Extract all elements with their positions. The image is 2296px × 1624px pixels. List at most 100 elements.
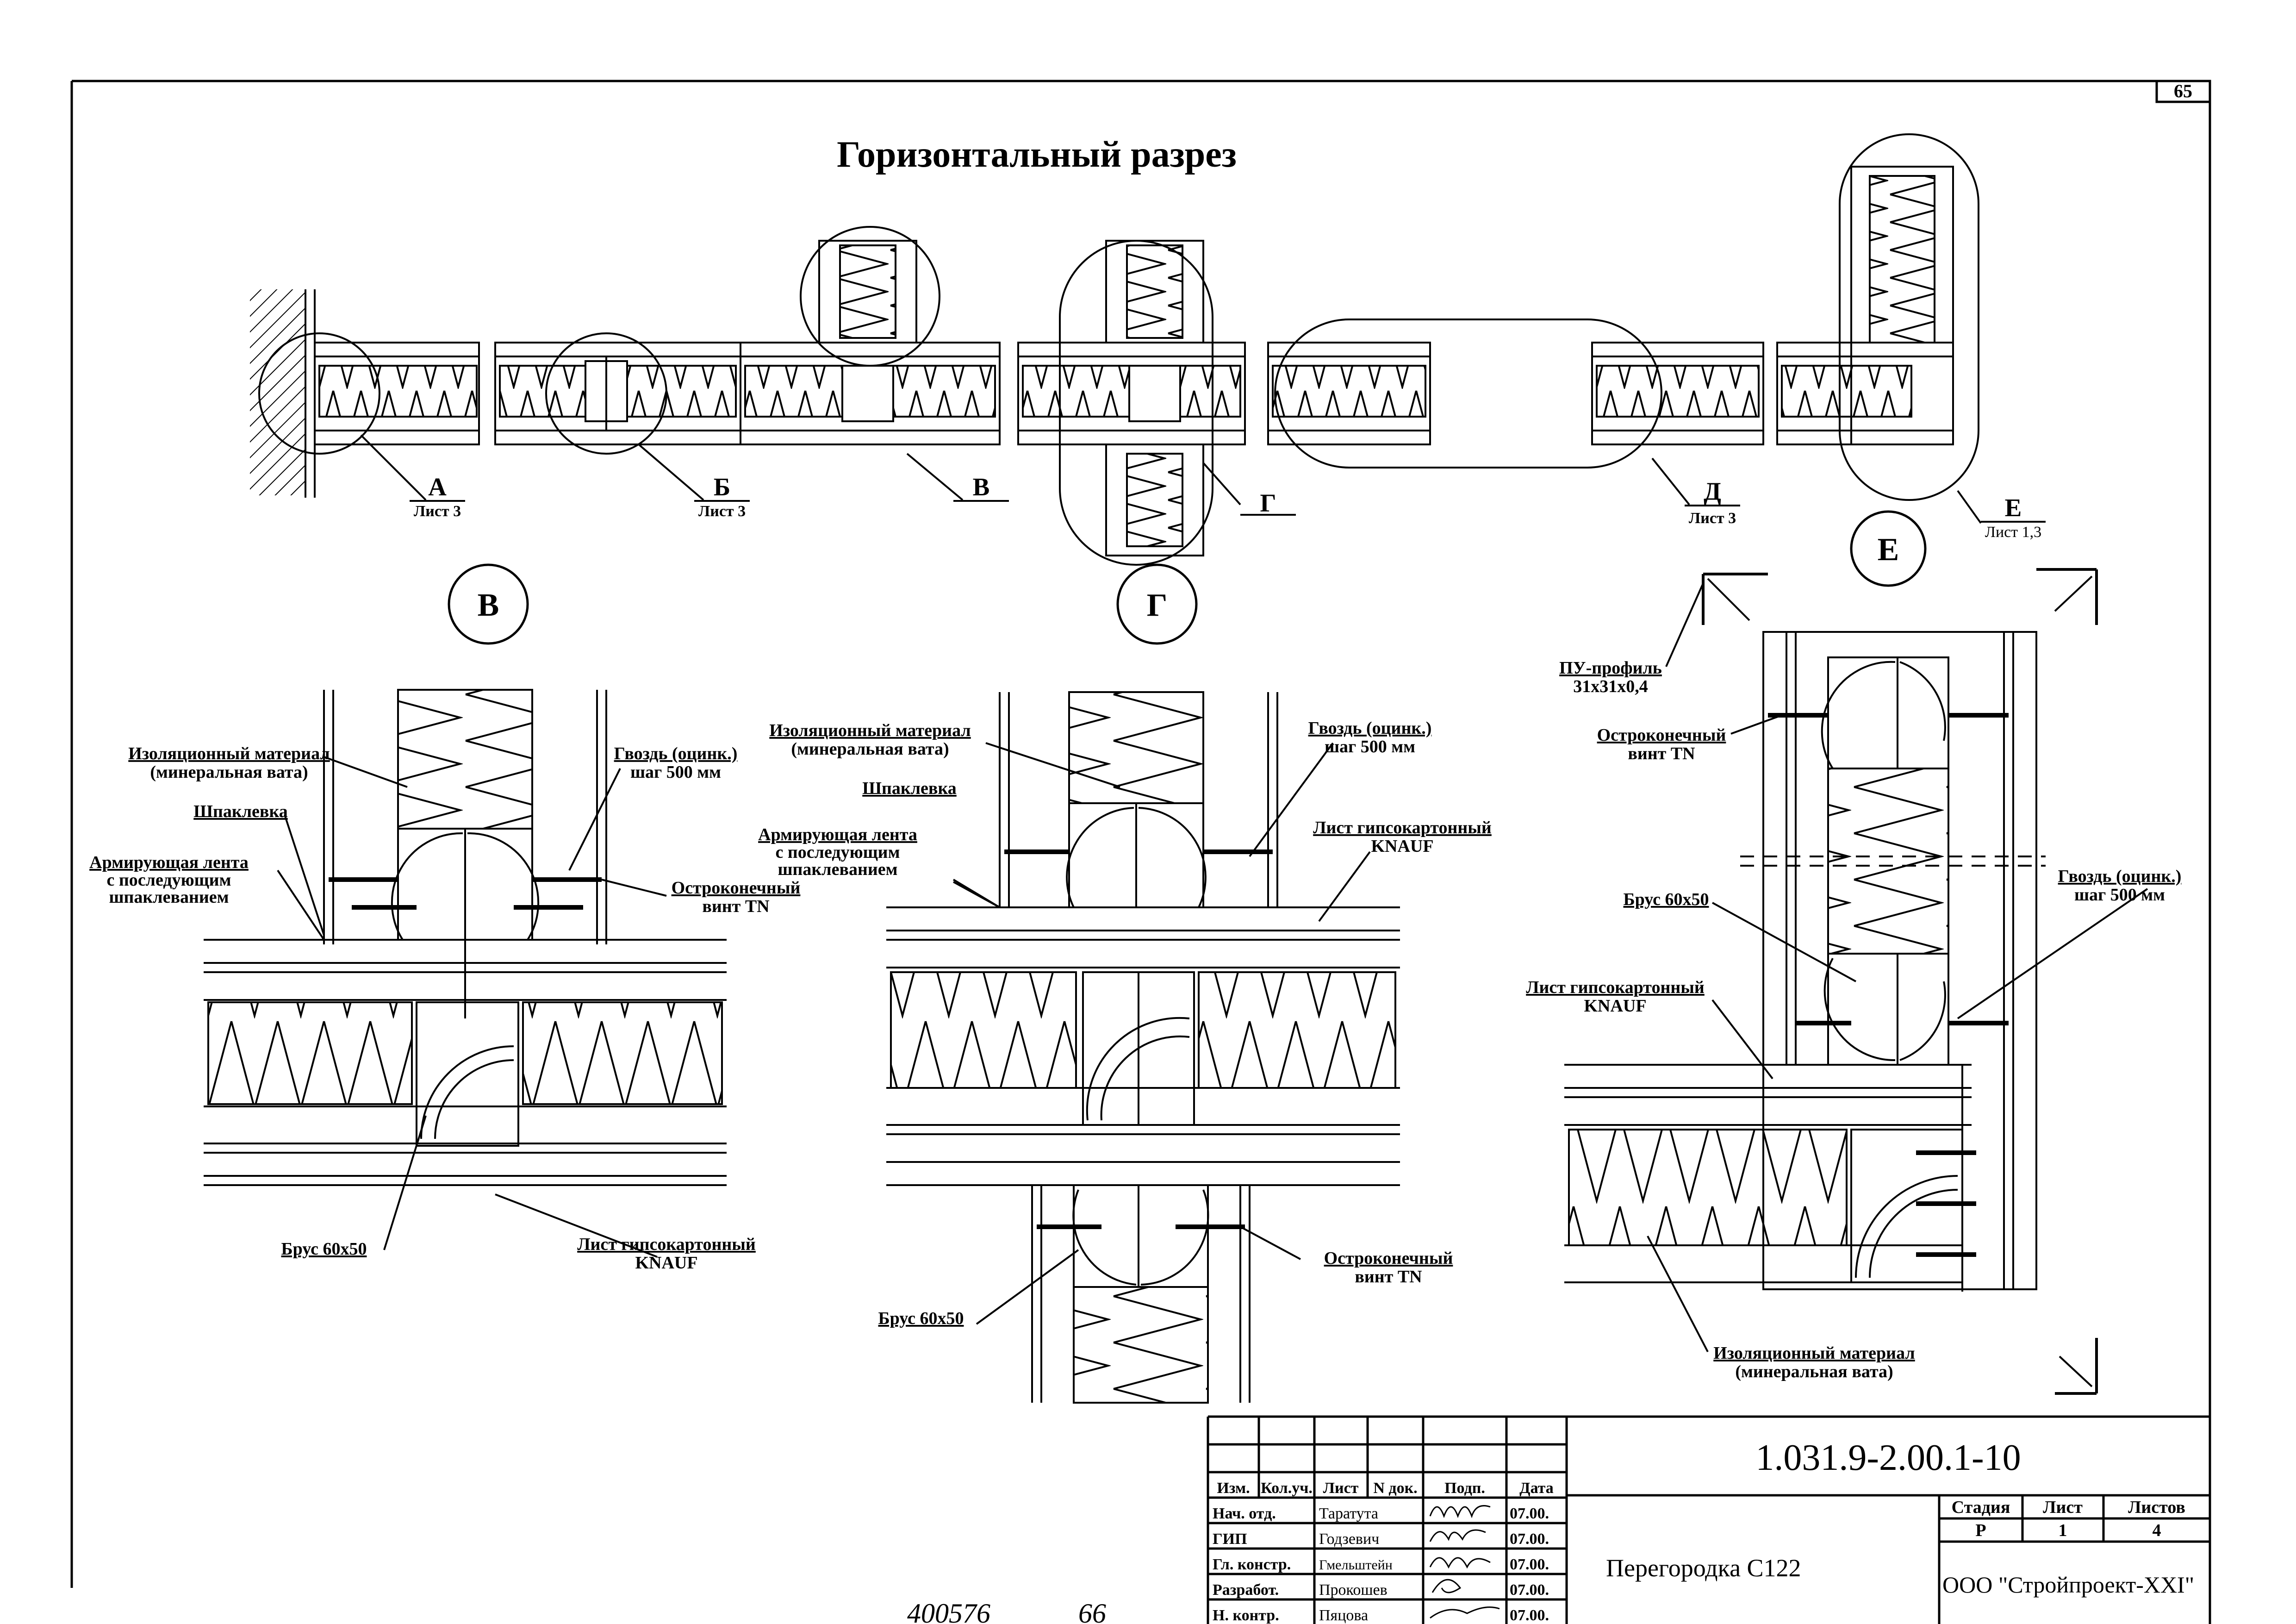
detail-e-nail-l1: Гвоздь (оцинк.) xyxy=(2058,867,2182,886)
detail-g-tape-l2: с последующим xyxy=(776,843,900,862)
detail-v-tape-l1: Армирующая лента xyxy=(89,853,249,872)
plan-wall-hatch xyxy=(250,289,305,495)
detail-g-insulation-l2: (минеральная вата) xyxy=(791,739,949,759)
tb-header-data: Дата xyxy=(1519,1480,1554,1497)
title-block: 1.031.9-2.00.1-10 Изм. Кол.уч. Лист N до… xyxy=(1207,1415,2210,1624)
mark-v-letter: В xyxy=(973,473,990,501)
tb-row3-name: Прокошев xyxy=(1319,1581,1388,1599)
tb-product: Перегородка С122 xyxy=(1606,1554,1801,1582)
tb-row4-name: Пяцова xyxy=(1319,1607,1368,1624)
doc-code: 1.031.9-2.00.1-10 xyxy=(1755,1437,2021,1478)
plan-segment-d xyxy=(1267,319,1764,468)
detail-v-callout-label: В xyxy=(478,587,499,623)
page-note: 66 xyxy=(1078,1598,1106,1624)
signatures xyxy=(1429,1505,1500,1619)
mark-d-sheet: Лист 3 xyxy=(1689,510,1736,527)
tb-row1-role: ГИП xyxy=(1213,1530,1247,1548)
detail-g-board-l2: KNAUF xyxy=(1371,837,1433,856)
mark-a-letter: А xyxy=(428,473,447,501)
plan-marks: А Лист 3 Б Лист 3 В Г Д Лист 3 Е Лист 1,… xyxy=(410,473,2046,541)
detail-v-board-l2: KNAUF xyxy=(635,1253,697,1273)
mark-a-sheet: Лист 3 xyxy=(414,503,461,520)
detail-v-putty: Шпаклевка xyxy=(193,802,288,821)
detail-v-nail-l2: шаг 500 мм xyxy=(630,762,721,782)
plan-callout-a xyxy=(258,332,380,455)
mark-b-letter: Б xyxy=(714,473,730,501)
mark-e-sheet: Лист 1,3 xyxy=(1985,524,2041,541)
detail-v-insulation-l1: Изоляционный материал xyxy=(128,744,330,763)
detail-e-screw-l1: Остроконечный xyxy=(1597,725,1726,745)
tb-row3-date: 07.00. xyxy=(1510,1581,1549,1599)
detail-g-callout-label: Г xyxy=(1147,587,1168,623)
detail-e-screw-l2: винт TN xyxy=(1628,744,1695,763)
detail-v-beam: Брус 60х50 xyxy=(281,1239,367,1259)
detail-v-nail-l1: Гвоздь (оцинк.) xyxy=(614,744,738,763)
tb-row2-date: 07.00. xyxy=(1510,1556,1549,1573)
detail-v-screw-l2: винт TN xyxy=(702,897,769,916)
detail-v-tape-l3: шпаклеванием xyxy=(109,887,229,907)
detail-v-callout-circle xyxy=(448,563,529,645)
tb-header-podp: Подп. xyxy=(1444,1480,1485,1497)
tb-header-koluch: Кол.уч. xyxy=(1261,1480,1313,1497)
plan-segment-g xyxy=(1017,240,1246,556)
handwritten-note: 400576 66 xyxy=(907,1598,1106,1624)
tb-row0-date: 07.00. xyxy=(1510,1505,1549,1522)
plan-callout-v xyxy=(800,226,940,367)
detail-g-tape-l1: Армирующая лента xyxy=(758,825,917,844)
plan-segment-e xyxy=(1776,133,1979,501)
plan-section xyxy=(250,133,1982,566)
tb-row2-name: Гмельштейн xyxy=(1319,1557,1393,1573)
detail-v-board-l1: Лист гипсокартонный xyxy=(577,1235,756,1254)
tb-header-izm: Изм. xyxy=(1217,1480,1250,1497)
mark-e-letter: Е xyxy=(2005,493,2022,522)
tb-row1-name: Годзевич xyxy=(1319,1530,1379,1548)
tb-row4-date: 07.00. xyxy=(1510,1607,1549,1624)
plan-callout-b xyxy=(545,332,667,455)
detail-v-insulation-l2: (минеральная вата) xyxy=(150,762,308,782)
detail-g-insulation-l1: Изоляционный материал xyxy=(769,721,971,740)
detail-v: В xyxy=(89,563,801,1273)
detail-g-nail-l1: Гвоздь (оцинк.) xyxy=(1308,718,1432,738)
detail-e: Е xyxy=(1526,510,2182,1395)
detail-g: Г xyxy=(758,563,1492,1404)
tb-row0-name: Таратута xyxy=(1319,1505,1378,1522)
detail-e-profile-l1: ПУ-профиль xyxy=(1559,658,1662,678)
tb-stage: Р xyxy=(1975,1521,1986,1540)
mark-g-letter: Г xyxy=(1260,489,1276,517)
tb-sheet-header: Лист xyxy=(2043,1498,2083,1517)
archive-number: 400576 xyxy=(907,1598,990,1624)
detail-g-beam: Брус 60х50 xyxy=(878,1309,964,1328)
tb-row1-date: 07.00. xyxy=(1510,1530,1549,1548)
tb-row0-role: Нач. отд. xyxy=(1213,1505,1276,1522)
plan-segment-b xyxy=(494,342,741,445)
detail-g-tape-l3: шпаклеванием xyxy=(778,860,897,879)
plan-callout-g xyxy=(1059,240,1213,566)
tb-stage-header: Стадия xyxy=(1952,1498,2010,1517)
detail-e-nail-l2: шаг 500 мм xyxy=(2074,885,2165,905)
detail-g-callout-circle xyxy=(1116,563,1198,645)
drawing-title: Горизонтальный разрез xyxy=(837,134,1237,175)
tb-header-list: Лист xyxy=(1323,1480,1359,1497)
detail-v-screw-l1: Остроконечный xyxy=(672,878,801,898)
mark-b-sheet: Лист 3 xyxy=(698,503,746,520)
plan-segment-a xyxy=(314,342,480,445)
detail-e-board-l1: Лист гипсокартонный xyxy=(1526,978,1705,997)
detail-e-beam: Брус 60х50 xyxy=(1624,890,1709,909)
detail-g-nail-l2: шаг 500 мм xyxy=(1325,737,1415,756)
detail-g-screw-l1: Остроконечный xyxy=(1324,1249,1453,1268)
detail-e-callout-label: Е xyxy=(1878,532,1899,568)
detail-v-geometry xyxy=(204,689,727,1258)
detail-e-geometry xyxy=(1564,568,2148,1395)
detail-g-geometry xyxy=(886,691,1400,1404)
detail-e-board-l2: KNAUF xyxy=(1584,996,1646,1016)
detail-e-profile-l2: 31х31х0,4 xyxy=(1573,677,1648,696)
detail-g-board-l1: Лист гипсокартонный xyxy=(1313,818,1492,837)
detail-g-putty: Шпаклевка xyxy=(862,779,957,798)
tb-sheets-header: Листов xyxy=(2128,1498,2185,1517)
sheet-frame xyxy=(70,80,2211,1624)
plan-segment-v xyxy=(740,240,1001,445)
tb-sheets: 4 xyxy=(2153,1521,2161,1540)
mark-d-letter: Д xyxy=(1704,477,1721,506)
tb-row2-role: Гл. констр. xyxy=(1213,1556,1291,1573)
page-number-box: 65 xyxy=(2155,80,2211,103)
